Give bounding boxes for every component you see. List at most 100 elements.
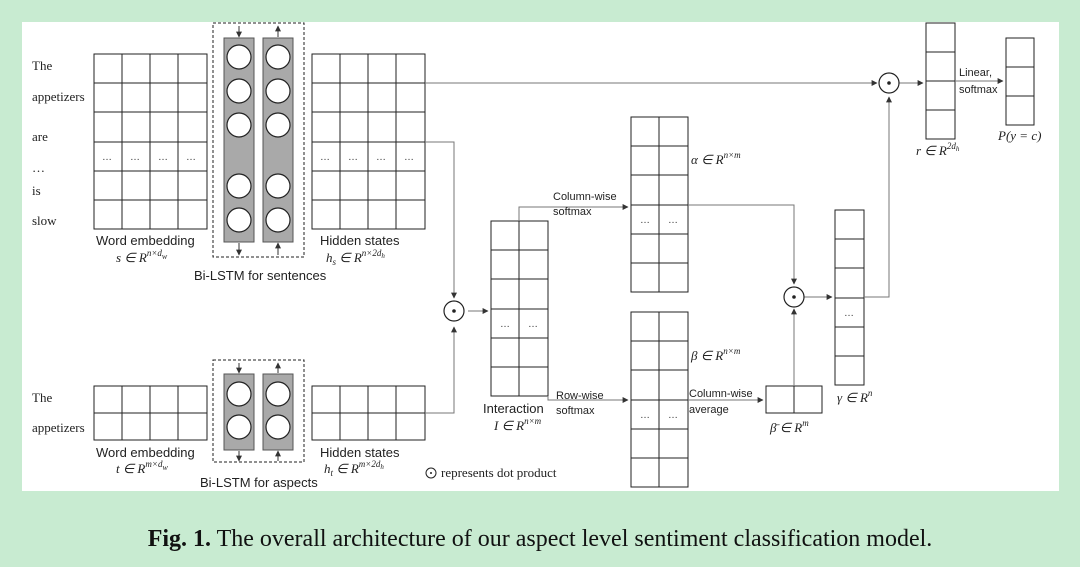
cell-dots: …	[844, 308, 854, 319]
gamma-label: γ ∈ R	[837, 390, 868, 405]
cell-dots: …	[500, 319, 510, 330]
hidden-states-t-matrix	[311, 385, 426, 441]
hidden-states-t-label: Hidden states	[320, 445, 400, 460]
column-wise-average-label: Column-wise	[689, 388, 753, 400]
cell-dots: …	[186, 152, 196, 163]
bilstm-sentences-label: Bi-LSTM for sentences	[194, 268, 327, 283]
figure-caption: Fig. 1. The overall architecture of our …	[0, 526, 1080, 553]
bilstm-aspects-block	[212, 359, 305, 463]
sentence-word: The	[32, 58, 52, 73]
svg-text:t ∈ Rm×dw: t ∈ Rm×dw	[116, 459, 168, 476]
output-vector	[1005, 37, 1035, 126]
dot-legend-label: represents dot product	[441, 465, 557, 480]
hidden-states-s-sup-sub: h	[381, 252, 385, 260]
cell-dots: …	[102, 152, 112, 163]
bilstm-aspects-label: Bi-LSTM for aspects	[200, 475, 318, 490]
sentence-words: The appetizers are … is slow	[32, 58, 85, 228]
caption-prefix: Fig. 1.	[147, 526, 212, 552]
caption-text: The overall architecture of our aspect l…	[211, 526, 933, 552]
aspect-word: appetizers	[32, 420, 85, 435]
interaction-math: I ∈ R	[493, 418, 524, 433]
r-sup-sub: h	[956, 145, 960, 153]
beta-sup: n×m	[723, 346, 741, 356]
word-embedding-t-matrix	[93, 385, 208, 441]
word-embedding-t-math: t ∈ R	[116, 461, 145, 476]
sentence-word: …	[32, 160, 45, 175]
svg-text:r ∈ R2dh: r ∈ R2dh	[916, 141, 960, 158]
word-embedding-s-sup: n×d	[147, 248, 163, 258]
word-embedding-t-label: Word embedding	[96, 445, 195, 460]
word-embedding-t-sub: w	[162, 463, 168, 472]
cell-dots: …	[130, 152, 140, 163]
hidden-states-t-rest: ∈ R	[333, 461, 359, 476]
hidden-states-s-sub: s	[333, 257, 337, 267]
cell-dots: …	[376, 152, 386, 163]
hidden-states-s-sup: n×2d	[362, 248, 382, 258]
sentence-word: is	[32, 183, 41, 198]
linear-softmax-label-2: softmax	[959, 84, 998, 96]
word-embedding-s-math: s ∈ R	[116, 250, 147, 265]
connector-lines	[425, 141, 489, 414]
cell-dots: …	[668, 410, 678, 421]
word-embedding-s-label: Word embedding	[96, 233, 195, 248]
beta-label: β ∈ R	[690, 348, 723, 363]
hidden-states-t-sup-sub: h	[380, 463, 384, 471]
dot-product-op-2	[783, 286, 805, 308]
gamma-vector	[834, 209, 865, 386]
hidden-states-s-h: h	[326, 250, 333, 265]
cell-dots: …	[668, 215, 678, 226]
interaction-label: Interaction	[483, 401, 544, 416]
dot-legend-symbol	[425, 467, 437, 479]
sentence-word: appetizers	[32, 89, 85, 104]
row-wise-softmax-label: Row-wise	[556, 390, 604, 402]
cell-dots: …	[348, 152, 358, 163]
hidden-states-s-matrix	[311, 53, 426, 230]
hidden-states-s-rest: ∈ R	[336, 250, 362, 265]
cell-dots: …	[404, 152, 414, 163]
figure-panel: The appetizers are … is slow … … … … Wor…	[22, 22, 1059, 491]
beta-bar-label: β̄ ∈ R	[769, 420, 802, 435]
alpha-matrix	[630, 116, 689, 293]
linear-softmax-label: Linear,	[959, 67, 992, 79]
r-vector	[925, 22, 956, 140]
bilstm-sentences-block	[212, 22, 305, 258]
svg-text:ht ∈ Rm×2dh: ht ∈ Rm×2dh	[324, 459, 384, 478]
cell-dots: …	[320, 152, 330, 163]
gamma-sup: n	[868, 388, 873, 398]
column-wise-average-label-2: average	[689, 404, 729, 416]
cell-dots: …	[640, 215, 650, 226]
row-wise-softmax-label-2: softmax	[556, 405, 595, 417]
column-wise-softmax-label: Column-wise	[553, 191, 617, 203]
hidden-states-t-sup: m×2d	[359, 459, 381, 469]
svg-text:hs ∈ Rn×2dh: hs ∈ Rn×2dh	[326, 248, 385, 267]
word-embedding-s-sub: w	[162, 252, 168, 261]
beta-matrix	[630, 311, 689, 488]
cell-dots: …	[158, 152, 168, 163]
svg-text:α ∈ Rn×m: α ∈ Rn×m	[691, 150, 741, 167]
aspect-words: The appetizers	[32, 390, 85, 435]
sentence-word: are	[32, 129, 48, 144]
sentence-word: slow	[32, 213, 57, 228]
cell-dots: …	[640, 410, 650, 421]
r-sup: 2d	[947, 141, 957, 151]
svg-text:γ ∈ Rn: γ ∈ Rn	[837, 388, 873, 405]
hidden-states-t-sub: t	[331, 468, 334, 478]
svg-text:s ∈ Rn×dw: s ∈ Rn×dw	[116, 248, 168, 265]
interaction-matrix	[490, 220, 549, 397]
alpha-label: α ∈ R	[691, 152, 724, 167]
output-label: P(y = c)	[997, 128, 1041, 143]
interaction-sup: n×m	[524, 416, 542, 426]
alpha-sup: n×m	[724, 150, 742, 160]
dot-product-op-3	[878, 72, 900, 94]
hidden-states-s-label: Hidden states	[320, 233, 400, 248]
aspect-word: The	[32, 390, 52, 405]
word-embedding-t-sup: m×d	[145, 459, 163, 469]
cell-dots: …	[528, 319, 538, 330]
svg-text:I ∈ Rn×m: I ∈ Rn×m	[493, 416, 542, 433]
architecture-diagram: The appetizers are … is slow … … … … Wor…	[32, 22, 1041, 490]
r-label: r ∈ R	[916, 143, 947, 158]
dot-product-op-1	[443, 300, 465, 322]
svg-text:β̄ ∈ Rm: β̄ ∈ Rm	[769, 418, 809, 435]
column-wise-softmax-label-2: softmax	[553, 206, 592, 218]
word-embedding-s-matrix	[93, 53, 208, 230]
